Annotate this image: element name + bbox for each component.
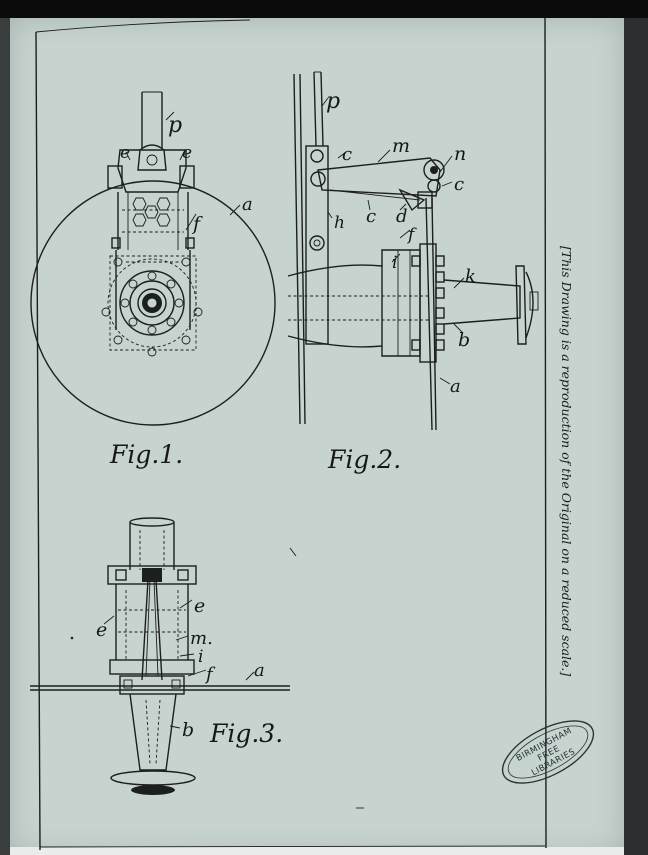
fig3-label-e-right: e [194, 595, 205, 617]
figure-2: p c m n c c d h f i k b a Fig.2. [287, 71, 539, 474]
fig2-housing [287, 264, 383, 348]
drawing-sheet [10, 18, 624, 855]
fig1-label-a: a [242, 194, 253, 215]
fig2-label-c-top: c [342, 144, 352, 165]
fig3-label-a: a [254, 660, 265, 681]
fig2-label-c-mid: c [366, 206, 376, 227]
fig3-label-e-left: e [96, 619, 107, 641]
fig2-label-h: h [334, 213, 345, 233]
fig2-label-p: p [326, 89, 340, 114]
reproduction-note: [This Drawing is a reproduction of the O… [559, 246, 574, 676]
fig1-label-f: f [191, 213, 203, 235]
fig2-label-b: b [458, 329, 470, 351]
sheet-border [35, 17, 547, 851]
fig3-label-i: i [198, 647, 203, 667]
fig2-label-m: m [392, 135, 410, 157]
figure-3: e e m. i f a b Fig.3. [30, 517, 290, 795]
fig1-label-e-left: e [120, 143, 130, 163]
fig3-label-b: b [182, 719, 194, 741]
fig1-label-e-right: e [182, 143, 192, 163]
fig3-clamp [107, 565, 197, 585]
fig1-caption: Fig.1. [109, 440, 183, 469]
fig3-label-m: m. [190, 628, 213, 649]
stray-marks [70, 547, 364, 809]
fig3-disc [30, 685, 290, 691]
left-edge [0, 18, 10, 855]
fig2-wheel-hub [443, 279, 521, 325]
sheet-bottom-edge [10, 847, 624, 855]
fig3-hub [129, 693, 177, 771]
fig2-plate [293, 73, 306, 425]
fig2-caption: Fig.2. [327, 445, 401, 474]
fig2-label-k: k [465, 266, 476, 287]
fig2-lever [317, 157, 441, 197]
fig1-shaft [141, 92, 163, 148]
fig2-label-n: n [454, 143, 466, 165]
fig3-label-f: f [204, 664, 216, 685]
right-edge [624, 18, 648, 855]
fig2-label-c-right: c [454, 174, 464, 195]
library-stamp: BIRMINGHAM FREE LIBRARIES [501, 720, 595, 784]
fig2-label-f: f [406, 225, 417, 245]
top-bar [0, 0, 648, 18]
fig1-disc [30, 180, 276, 426]
fig3-pipe [129, 522, 175, 570]
fig2-flange [419, 243, 437, 363]
fig3-caption: Fig.3. [209, 719, 283, 748]
fig2-bolts [411, 255, 445, 351]
fig2-label-d: d [396, 206, 408, 227]
figure-1: p e e f a Fig.1. [30, 91, 276, 469]
fig2-label-i: i [392, 253, 397, 273]
fig2-label-a: a [450, 376, 461, 397]
fig1-label-p: p [168, 113, 182, 138]
fig2-arm [305, 145, 329, 345]
fig1-bolt-circle [101, 257, 203, 357]
